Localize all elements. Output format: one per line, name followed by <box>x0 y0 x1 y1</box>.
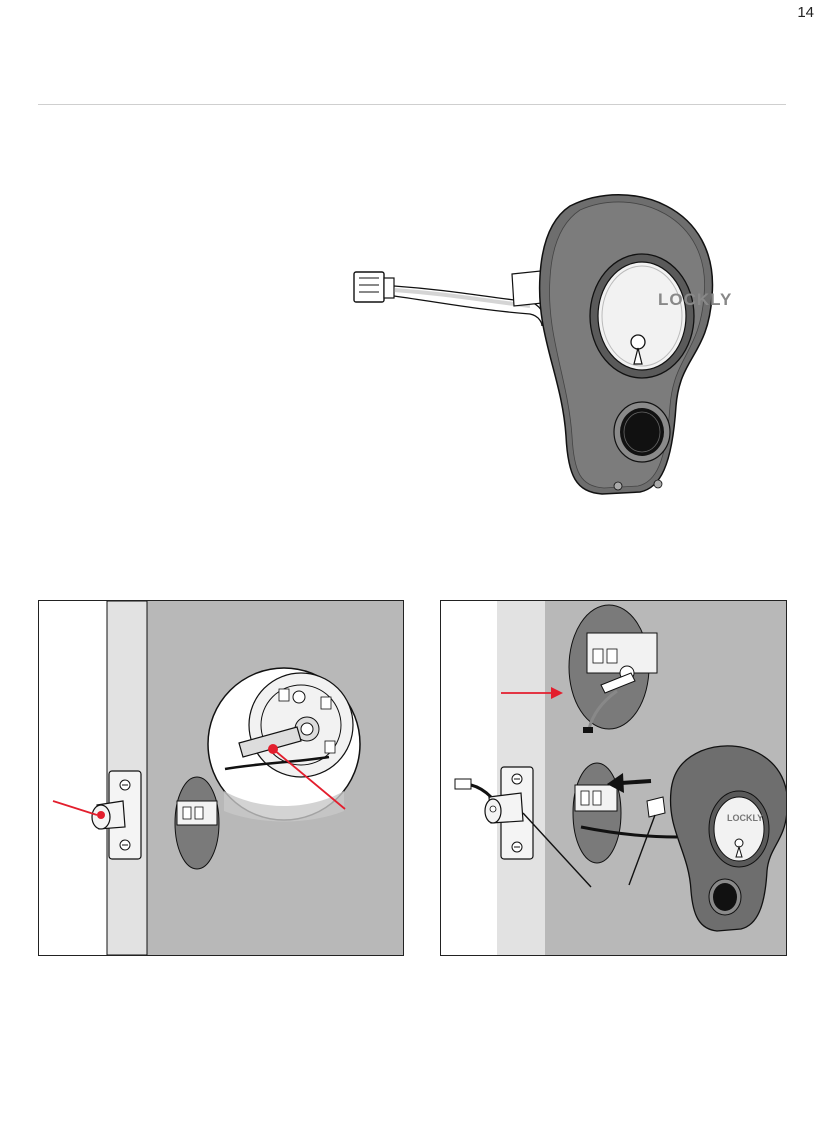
door-bore-icon <box>175 777 219 869</box>
magnified-tailpiece-detail <box>208 668 360 822</box>
lock-logo-small: LOCKLY <box>727 813 763 823</box>
header-divider <box>38 104 786 105</box>
fingerprint-sensor-icon <box>614 402 670 462</box>
exterior-mount-illustration: LOCKLY <box>440 600 787 956</box>
latch-installation-illustration <box>38 600 404 956</box>
cable-connector-icon <box>354 272 394 302</box>
page-number: 14 <box>797 4 814 21</box>
lock-assembly-illustration: LOCKLY <box>340 186 720 506</box>
lock-body-icon <box>540 195 713 494</box>
lock-logo: LOCKLY <box>658 290 732 310</box>
